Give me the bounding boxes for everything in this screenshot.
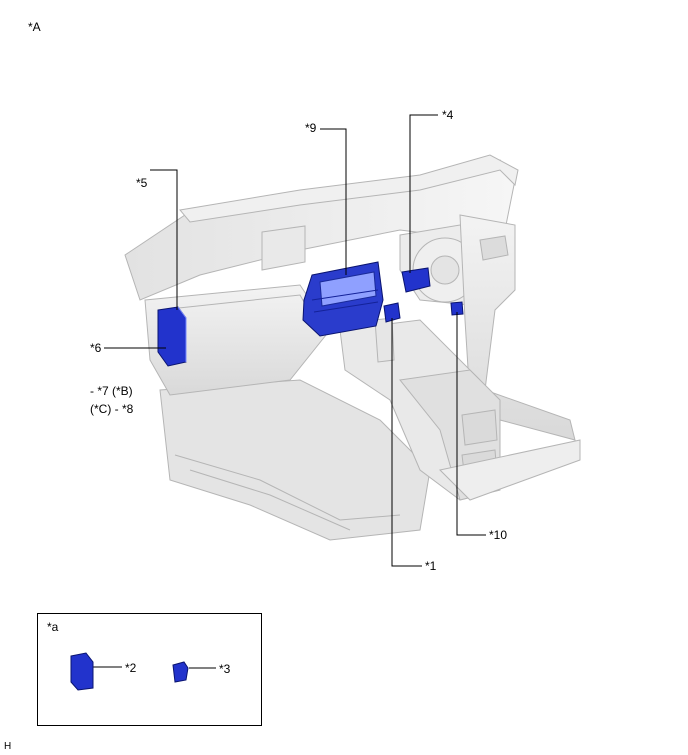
inset-frame — [37, 613, 262, 726]
callout-3: *3 — [219, 662, 231, 676]
component-ecu-2 — [70, 652, 94, 691]
callout-8: (*C) - *8 — [90, 402, 134, 416]
inset-label: *a — [47, 620, 59, 634]
view-label: *A — [28, 20, 41, 34]
callout-4: *4 — [442, 108, 454, 122]
callout-6: *6 — [90, 341, 102, 355]
callout-9: *9 — [305, 121, 317, 135]
component-switch-3 — [172, 661, 189, 683]
footer-code: H — [4, 741, 12, 752]
callout-7: - *7 (*B) — [90, 384, 133, 398]
component-climate-panel-9 — [302, 261, 384, 337]
leader-lines — [92, 114, 486, 669]
callout-5: *5 — [136, 176, 148, 190]
component-switch-10 — [450, 301, 464, 316]
callout-1: *1 — [425, 559, 437, 573]
instrument-panel — [124, 154, 581, 541]
callout-10: *10 — [489, 528, 508, 542]
callout-2: *2 — [125, 661, 137, 675]
component-switch-1 — [383, 302, 401, 323]
component-switch-4 — [401, 267, 431, 293]
component-ecu-6 — [157, 306, 187, 367]
